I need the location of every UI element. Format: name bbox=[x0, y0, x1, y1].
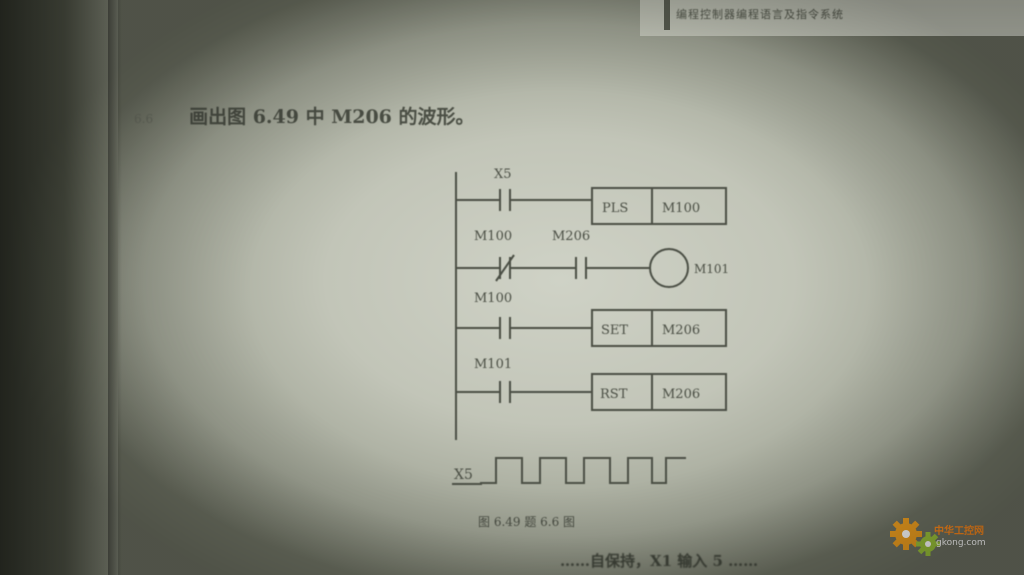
label-rst: RST bbox=[600, 387, 628, 402]
contact-m100-nc-slash bbox=[495, 254, 515, 282]
coil-m101 bbox=[649, 248, 689, 288]
running-header: 编程控制器编程语言及指令系统 bbox=[676, 8, 844, 21]
x5-waveform bbox=[480, 457, 686, 484]
label-set: SET bbox=[601, 323, 628, 338]
set-box bbox=[591, 309, 727, 347]
question-text: 画出图 6.49 中 M206 的波形。 bbox=[189, 106, 475, 128]
label-m206-rst: M206 bbox=[662, 387, 700, 402]
label-m100-no: M100 bbox=[474, 291, 512, 306]
label-m100-out: M100 bbox=[662, 201, 700, 216]
rst-box bbox=[591, 373, 727, 411]
gear-logo-icon bbox=[890, 518, 940, 556]
label-x5: X5 bbox=[494, 167, 512, 182]
question-line: 6.6 画出图 6.49 中 M206 的波形。 bbox=[134, 102, 654, 132]
next-paragraph: ……自保持，X1 输入 5 …… bbox=[560, 552, 759, 570]
label-m100-nc: M100 bbox=[474, 229, 512, 244]
question-number: 6.6 bbox=[134, 112, 154, 126]
label-m206-contact: M206 bbox=[552, 229, 590, 244]
pls-box bbox=[591, 187, 727, 225]
header-marker bbox=[664, 0, 670, 30]
page-edge-shadow bbox=[108, 0, 122, 575]
label-pls: PLS bbox=[602, 201, 628, 216]
watermark-name: 中华工控网 bbox=[934, 526, 984, 537]
label-m206-set: M206 bbox=[662, 323, 700, 338]
label-m101-contact: M101 bbox=[474, 357, 512, 372]
label-m101-coil: M101 bbox=[694, 262, 729, 276]
figure-caption: 图 6.49 题 6.6 图 bbox=[478, 515, 576, 529]
label-waveform-x5: X5 bbox=[454, 467, 473, 483]
watermark-url: gkong.com bbox=[936, 538, 986, 548]
header-band bbox=[640, 0, 1024, 36]
book-gutter bbox=[0, 0, 118, 575]
